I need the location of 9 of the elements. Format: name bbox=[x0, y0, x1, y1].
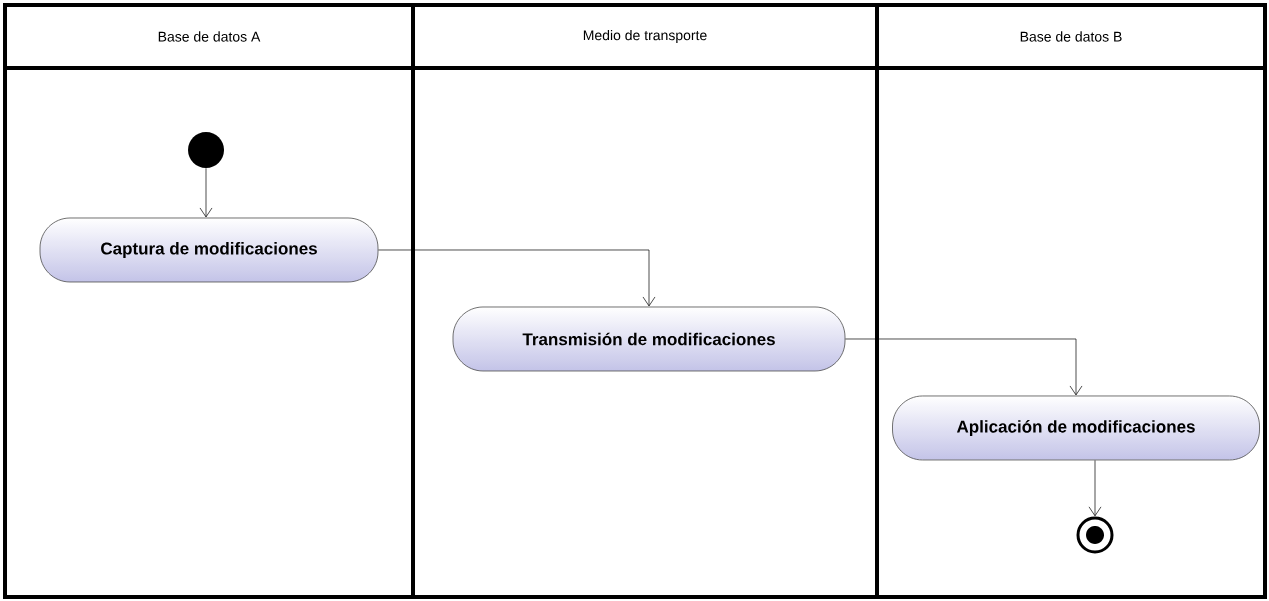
arrow bbox=[845, 338, 1083, 396]
arrow bbox=[1088, 460, 1102, 517]
arrow bbox=[378, 249, 656, 307]
action-box: Captura de modificaciones bbox=[39, 217, 379, 283]
end-node bbox=[1076, 516, 1114, 554]
start-node bbox=[188, 132, 224, 168]
arrow bbox=[199, 167, 213, 218]
action-box: Transmisión de modificaciones bbox=[452, 306, 846, 372]
action-box: Aplicación de modificaciones bbox=[892, 395, 1260, 461]
